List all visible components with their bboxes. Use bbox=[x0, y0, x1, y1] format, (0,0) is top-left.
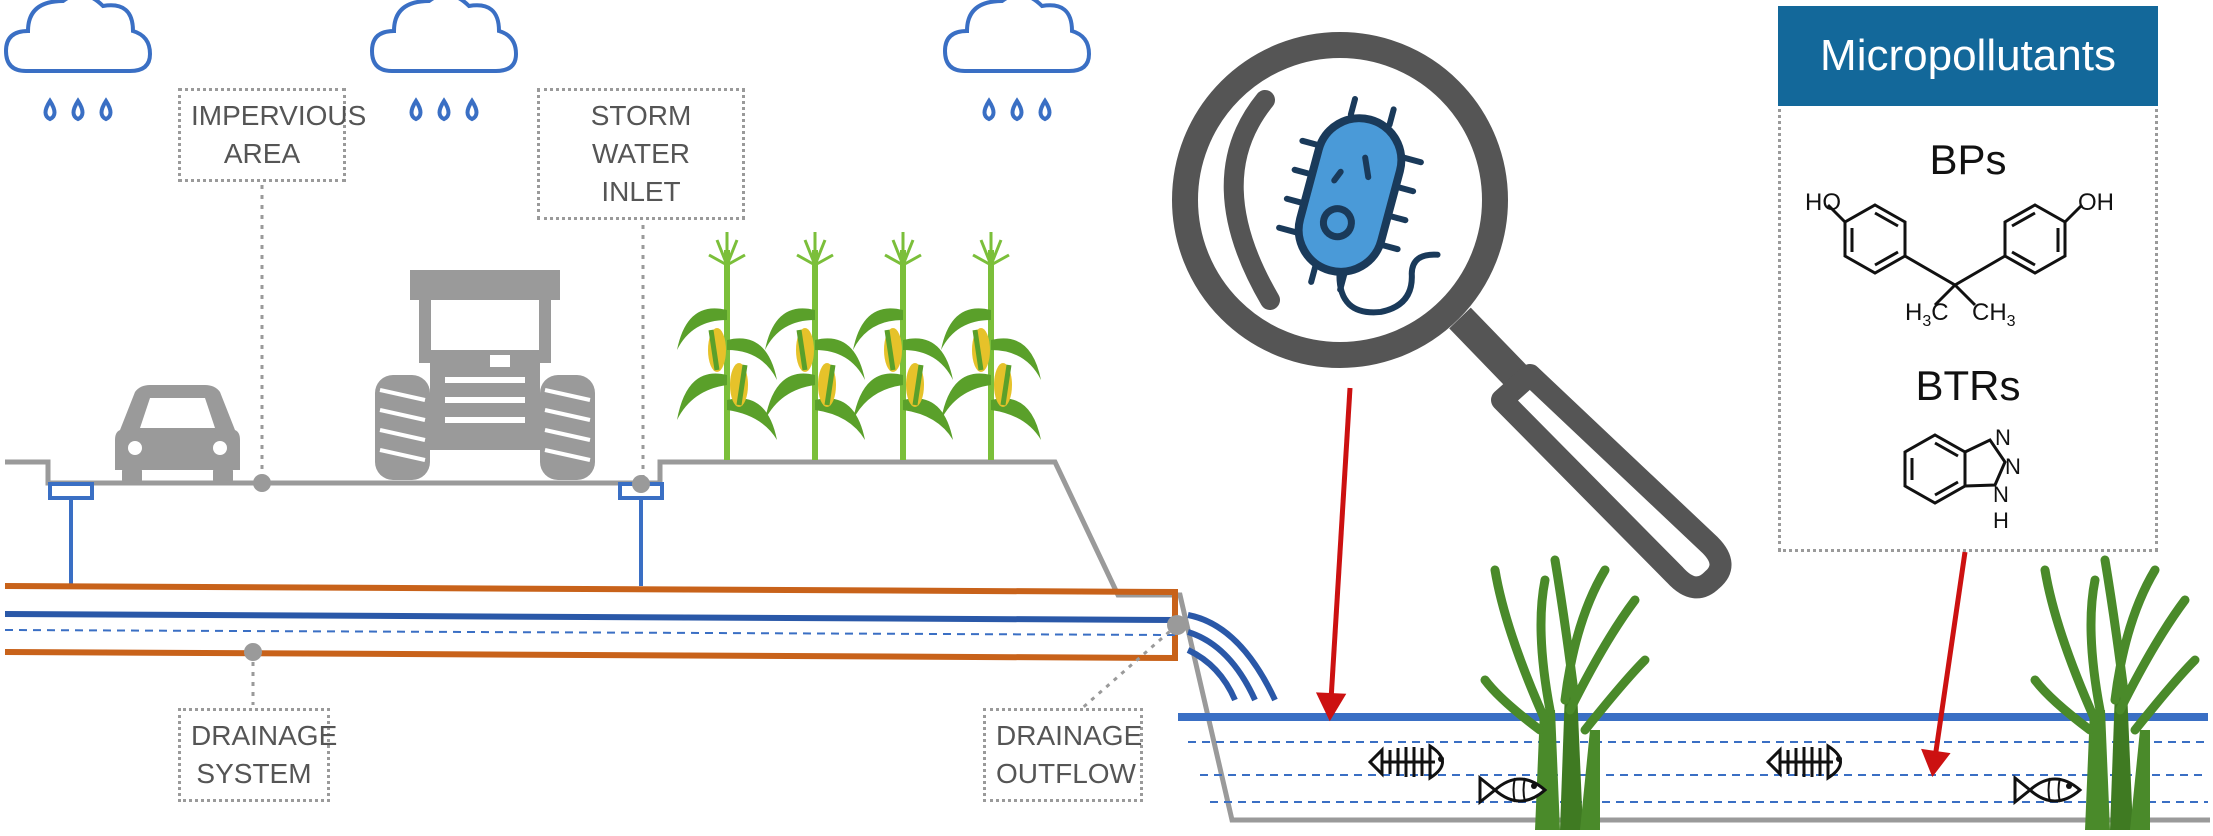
ground-surface bbox=[5, 459, 2210, 823]
pollution-arrow bbox=[1315, 387, 1968, 778]
fish-icon bbox=[2013, 776, 2082, 804]
corn-plant-icon bbox=[765, 232, 865, 460]
rain-cloud-icon bbox=[370, 0, 518, 121]
drainage-pipe bbox=[4, 583, 1178, 662]
methyl-label: H3C bbox=[1905, 299, 1949, 330]
hydrogen-label: H bbox=[1993, 508, 2009, 533]
storm-water-inlet bbox=[48, 482, 664, 586]
rain-cloud-icon bbox=[4, 0, 152, 121]
dead-fish-icon bbox=[1368, 744, 1446, 780]
nitrogen-label: N bbox=[1993, 482, 2009, 507]
hydroxyl-label: OH bbox=[2078, 189, 2114, 216]
outflow-water-icon bbox=[1186, 612, 1278, 702]
tractor-icon bbox=[375, 270, 595, 480]
methyl-label: CH3 bbox=[1972, 299, 2016, 330]
bps-title: BPs bbox=[1929, 136, 2007, 183]
benzotriazole-structure bbox=[1903, 433, 2007, 505]
car-icon bbox=[115, 385, 240, 483]
btrs-title: BTRs bbox=[1915, 362, 2021, 409]
water-body bbox=[1178, 713, 2208, 803]
rain-cloud-icon bbox=[943, 0, 1091, 121]
micropollutants-title: Micropollutants bbox=[1778, 6, 2158, 106]
corn-plant-icon bbox=[853, 232, 953, 460]
fish-icon bbox=[1478, 776, 1547, 804]
magnifying-glass-icon bbox=[1172, 32, 1732, 599]
nitrogen-label: N bbox=[1995, 425, 2011, 450]
drainage-system-label: DRAINAGE SYSTEM bbox=[178, 708, 337, 802]
bisphenol-structure bbox=[1826, 203, 2084, 307]
corn-plant-icon bbox=[677, 232, 777, 460]
hydroxyl-label: HO bbox=[1805, 189, 1841, 216]
drainage-outflow-label: DRAINAGE OUTFLOW bbox=[983, 708, 1143, 802]
storm-water-inlet-label: STORM WATER INLET bbox=[537, 88, 745, 220]
bacteria-icon bbox=[1276, 96, 1441, 316]
nitrogen-label: N bbox=[2005, 454, 2021, 479]
impervious-area-label: IMPERVIOUS AREA bbox=[178, 88, 366, 182]
corn-plant-icon bbox=[941, 232, 1041, 460]
dead-fish-icon bbox=[1766, 744, 1844, 780]
